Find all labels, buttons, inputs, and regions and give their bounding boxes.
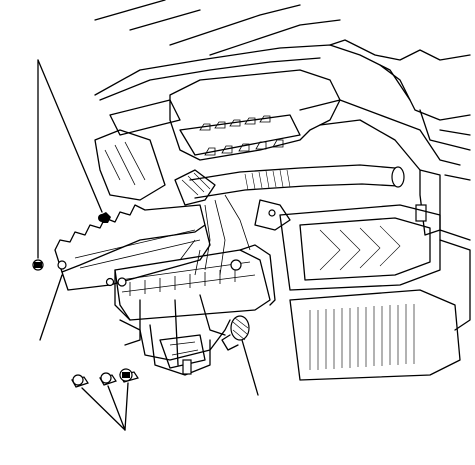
lower-right-panel: [279, 204, 471, 381]
bolts-bottom: [71, 368, 139, 388]
body-panel-structure: [94, 0, 471, 241]
fastener-top-left: [32, 259, 44, 271]
mounting-bracket: [54, 204, 211, 291]
callout-bolts-bottom-3: [124, 382, 129, 431]
tube-assembly: [174, 164, 405, 206]
wire-harness: [179, 194, 291, 276]
callout-bracket-left: [39, 274, 63, 341]
callout-clip-lower-right: [241, 339, 259, 396]
callout-bolts-bottom: [81, 387, 126, 431]
fastener-upper: [98, 214, 106, 222]
callout-top-left-fastener-2: [37, 59, 103, 213]
callout-bolts-bottom-2: [107, 385, 126, 431]
clip-connector: [221, 315, 250, 351]
central-module: [114, 244, 276, 376]
callout-leaders: [37, 59, 259, 431]
